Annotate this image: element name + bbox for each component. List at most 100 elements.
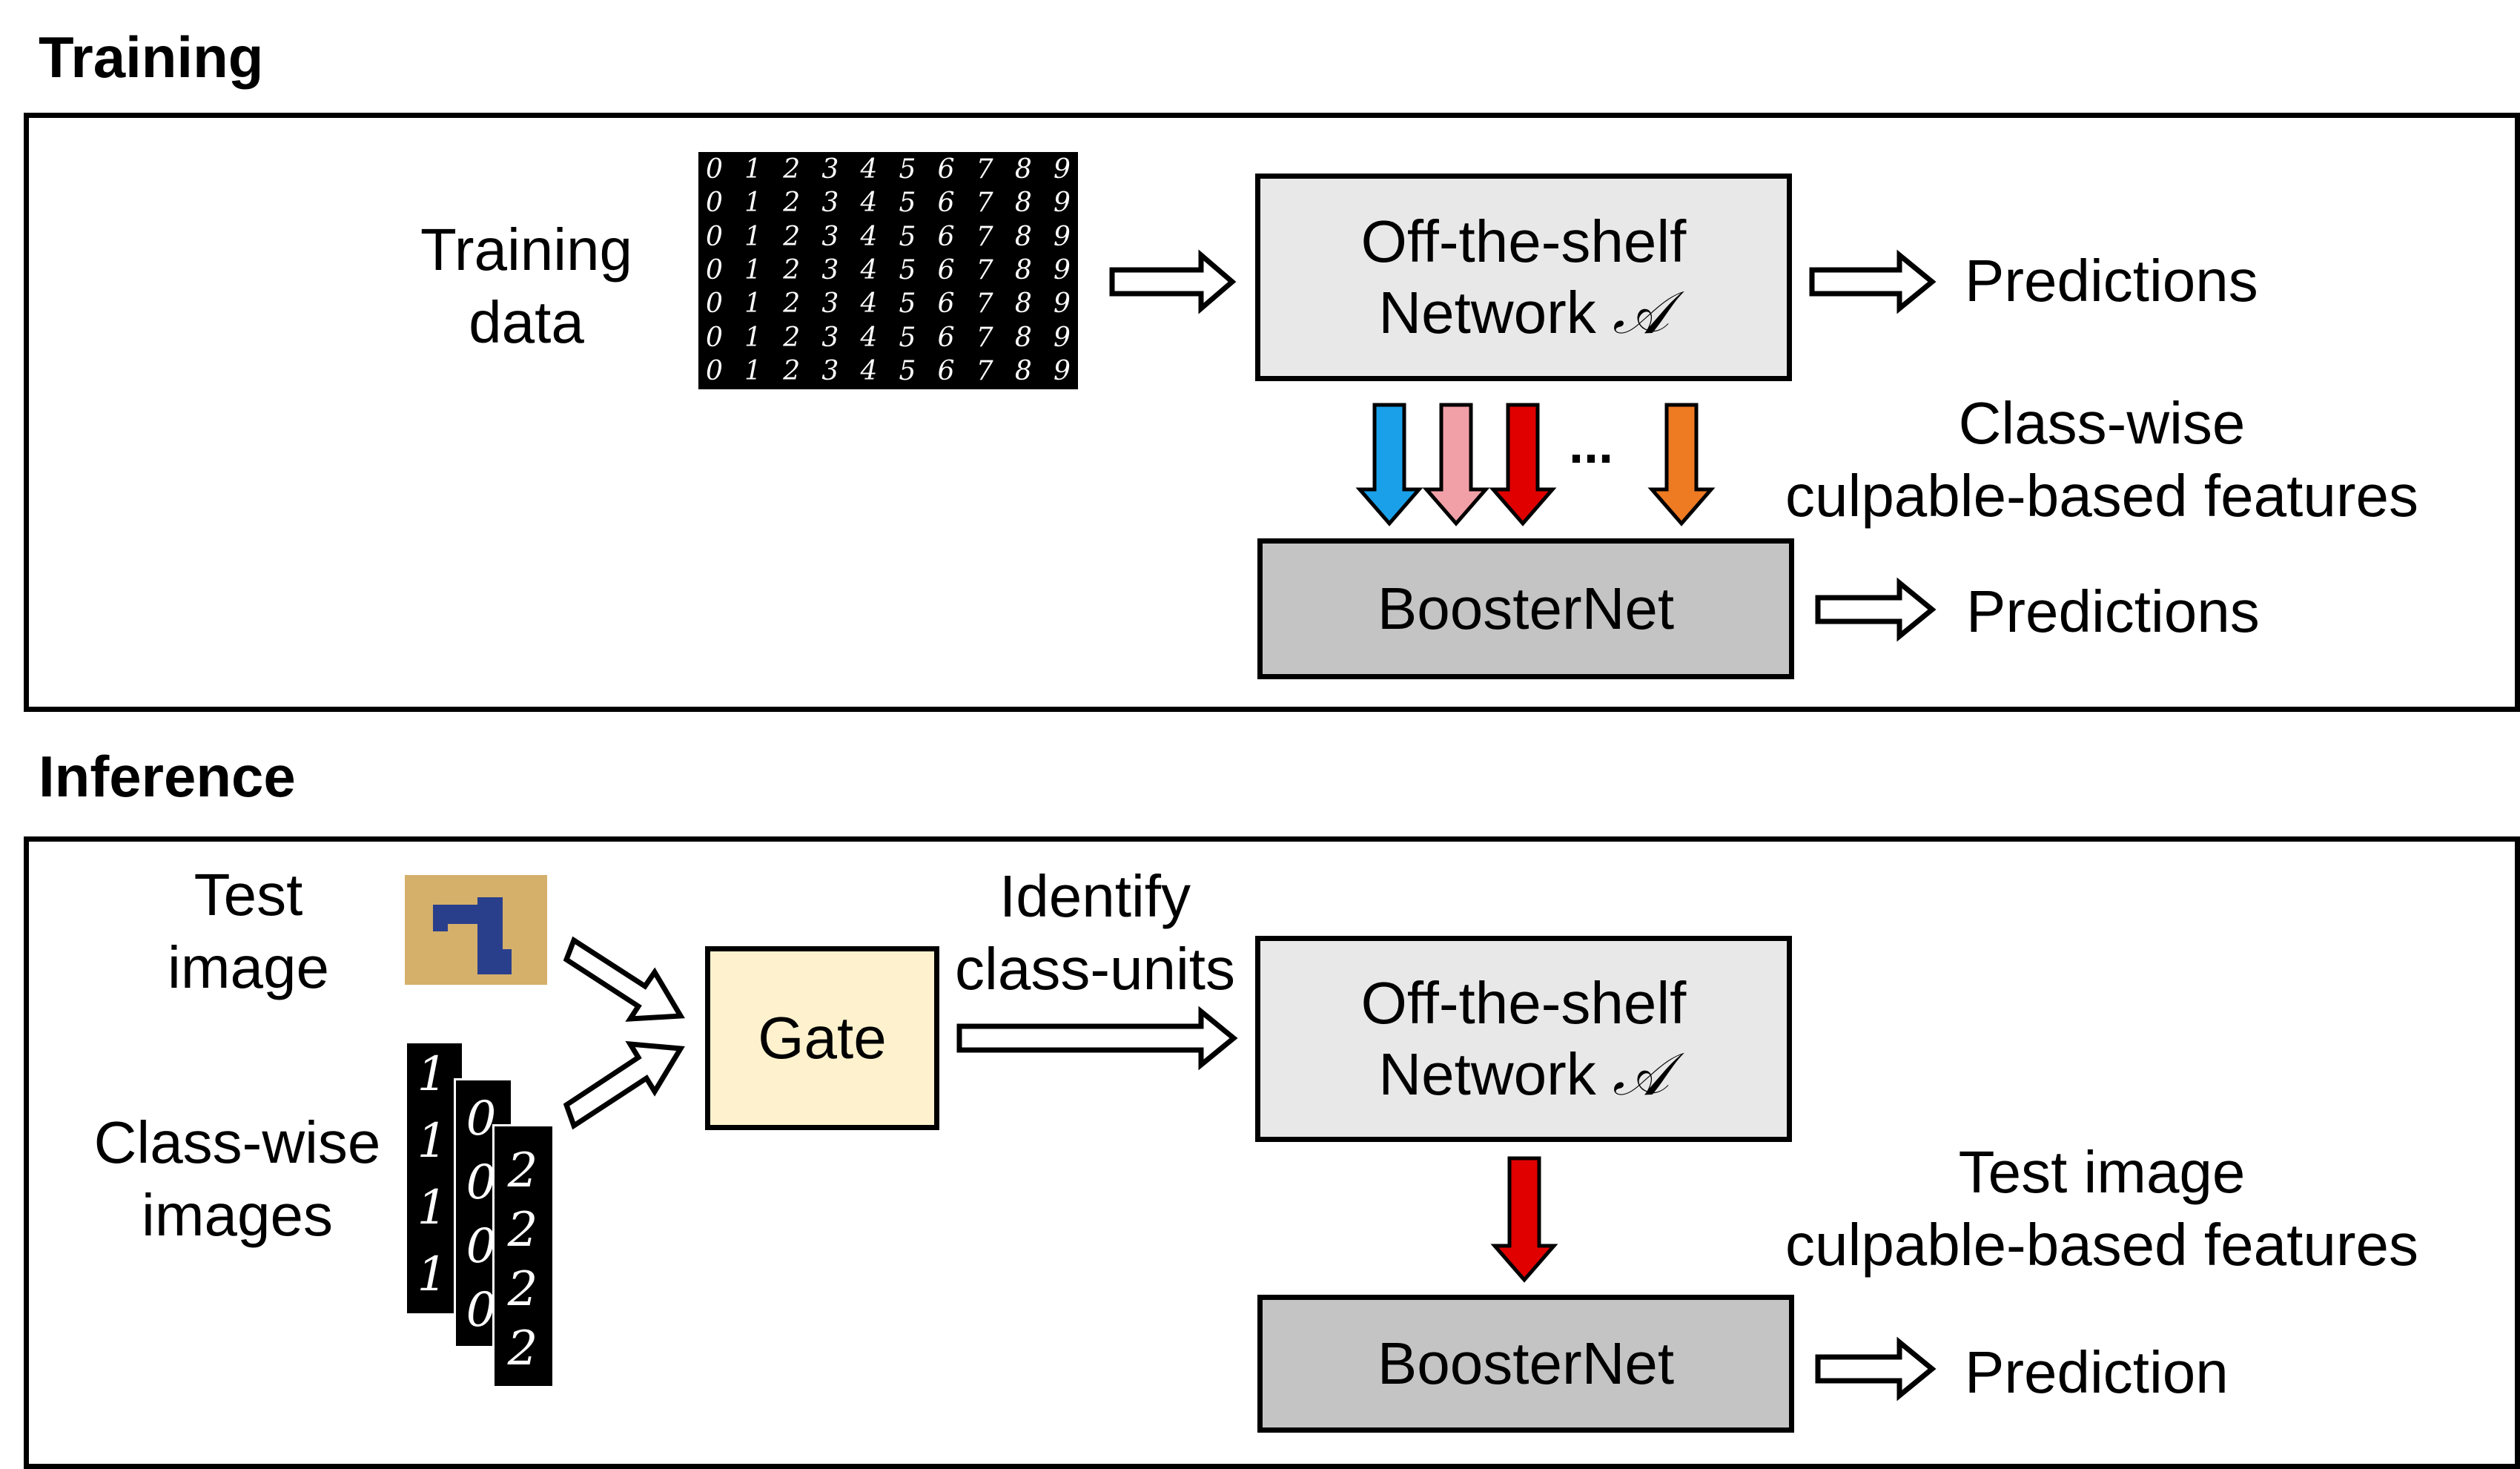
strip-digit: 0 bbox=[466, 1155, 497, 1210]
strip-digit: 0 bbox=[466, 1219, 497, 1274]
strip-digit: 1 bbox=[417, 1114, 448, 1169]
digit-grid-cell: 5 bbox=[899, 288, 916, 320]
digit-grid-cell: 3 bbox=[821, 188, 839, 219]
digit-grid-cell: 5 bbox=[899, 154, 916, 185]
digit-grid-cell: 4 bbox=[860, 355, 878, 386]
gate-box: Gate bbox=[705, 946, 939, 1130]
test-feature-arrow bbox=[1490, 1156, 1558, 1283]
digit-grid-cell: 6 bbox=[937, 254, 955, 285]
classwise-images-line1: Class-wise bbox=[93, 1109, 381, 1175]
class-wise-feature-arrow bbox=[1489, 403, 1557, 526]
inference-boosternet-box: BoosterNet bbox=[1257, 1295, 1794, 1433]
digit-grid-cell: 0 bbox=[706, 322, 723, 353]
digit-grid-cell: 2 bbox=[783, 154, 801, 185]
inference-panel bbox=[24, 836, 2520, 1469]
digit-grid-cell: 3 bbox=[821, 355, 839, 386]
digit-grid-cell: 5 bbox=[899, 254, 916, 285]
arrow-data-to-network bbox=[1109, 249, 1237, 314]
digit-grid-cell: 6 bbox=[937, 322, 955, 353]
digit-grid-cell: 1 bbox=[744, 254, 762, 285]
digit-grid-cell: 6 bbox=[937, 188, 955, 219]
inference-network-line2-wrap: Network 𝒜 bbox=[1361, 1039, 1687, 1110]
digit-grid-cell: 7 bbox=[976, 322, 993, 353]
digit-grid-cell: 3 bbox=[821, 288, 839, 320]
digit-grid-cell: 2 bbox=[783, 322, 801, 353]
digit-grid-cell: 5 bbox=[899, 322, 916, 353]
gate-label: Gate bbox=[758, 1005, 887, 1071]
strip-digit: 1 bbox=[417, 1047, 448, 1102]
digit-grid-cell: 0 bbox=[706, 188, 723, 219]
test-features-line2: culpable-based features bbox=[1785, 1211, 2418, 1278]
inference-boosternet-label: BoosterNet bbox=[1377, 1330, 1675, 1396]
digit-grid-cell: 4 bbox=[860, 221, 878, 252]
digit-grid-cell: 4 bbox=[860, 322, 878, 353]
arrow-network-to-predictions bbox=[1809, 249, 1937, 314]
training-features-label: Class-wise culpable-based features bbox=[1757, 387, 2447, 532]
digit-grid-cell: 5 bbox=[899, 188, 916, 219]
digit-grid-cell: 3 bbox=[821, 221, 839, 252]
digit-grid-cell: 2 bbox=[783, 254, 801, 285]
arrow-classwise-to-gate bbox=[563, 1040, 685, 1130]
digit-grid-cell: 2 bbox=[783, 188, 801, 219]
digit-grid-cell: 6 bbox=[937, 154, 955, 185]
digit-grid-cell: 1 bbox=[744, 355, 762, 386]
inference-network-symbol: 𝒜 bbox=[1612, 1040, 1669, 1109]
arrow-test-image-to-gate bbox=[563, 936, 685, 1022]
digit-grid-cell: 5 bbox=[899, 355, 916, 386]
inference-network-box: Off-the-shelf Network 𝒜 bbox=[1255, 936, 1792, 1142]
training-panel bbox=[24, 113, 2520, 712]
digit-grid-cell: 4 bbox=[860, 154, 878, 185]
training-network-line2: Network bbox=[1378, 280, 1596, 346]
digit-grid-cell: 3 bbox=[821, 322, 839, 353]
classwise-images-label: Class-wise images bbox=[82, 1106, 393, 1251]
training-boosternet-box: BoosterNet bbox=[1257, 538, 1794, 679]
test-features-label: Test image culpable-based features bbox=[1757, 1136, 2447, 1281]
digit-grid-cell: 2 bbox=[783, 355, 801, 386]
digit-grid-cell: 7 bbox=[976, 254, 993, 285]
class-wise-feature-arrow bbox=[1647, 403, 1716, 526]
strip-digit: 2 bbox=[507, 1143, 538, 1198]
digit-grid-cell: 6 bbox=[937, 355, 955, 386]
digit-grid-cell: 9 bbox=[1053, 322, 1071, 353]
digit-grid-cell: 0 bbox=[706, 221, 723, 252]
digit-grid-cell: 8 bbox=[1014, 154, 1032, 185]
training-ellipsis: ... bbox=[1569, 415, 1614, 475]
training-network-line2-wrap: Network 𝒜 bbox=[1361, 277, 1687, 349]
arrow-gate-to-network bbox=[956, 1006, 1238, 1071]
digit-grid-cell: 7 bbox=[976, 188, 993, 219]
class-wise-feature-arrow bbox=[1355, 403, 1423, 526]
strip-digit: 2 bbox=[507, 1262, 538, 1317]
class-wise-feature-arrow bbox=[1422, 403, 1490, 526]
training-network-box: Off-the-shelf Network 𝒜 bbox=[1255, 174, 1792, 381]
inference-network-line2: Network bbox=[1378, 1041, 1596, 1107]
strip-digit: 1 bbox=[417, 1181, 448, 1235]
digit-grid-cell: 1 bbox=[744, 288, 762, 320]
digit-grid-cell: 4 bbox=[860, 188, 878, 219]
identify-line2: class-units bbox=[955, 935, 1235, 1002]
digit-grid-cell: 9 bbox=[1053, 154, 1071, 185]
digit-grid-cell: 0 bbox=[706, 288, 723, 320]
strip-digit: 2 bbox=[507, 1321, 538, 1376]
digit-grid-cell: 8 bbox=[1014, 188, 1032, 219]
inference-network-line1: Off-the-shelf bbox=[1360, 970, 1687, 1036]
digit-grid-cell: 6 bbox=[937, 288, 955, 320]
digit-grid-cell: 7 bbox=[976, 154, 993, 185]
digit-grid-cell: 6 bbox=[937, 221, 955, 252]
digit-grid-cell: 1 bbox=[744, 322, 762, 353]
training-features-line2: culpable-based features bbox=[1785, 462, 2418, 529]
strip-digit: 1 bbox=[417, 1247, 448, 1302]
digit-grid-cell: 8 bbox=[1014, 355, 1032, 386]
training-network-line1: Off-the-shelf bbox=[1360, 208, 1687, 274]
digit-grid-cell: 0 bbox=[706, 154, 723, 185]
training-boosternet-label: BoosterNet bbox=[1377, 575, 1675, 641]
digit-grid-cell: 9 bbox=[1053, 254, 1071, 285]
digit-grid-cell: 9 bbox=[1053, 355, 1071, 386]
digit-grid-cell: 1 bbox=[744, 154, 762, 185]
